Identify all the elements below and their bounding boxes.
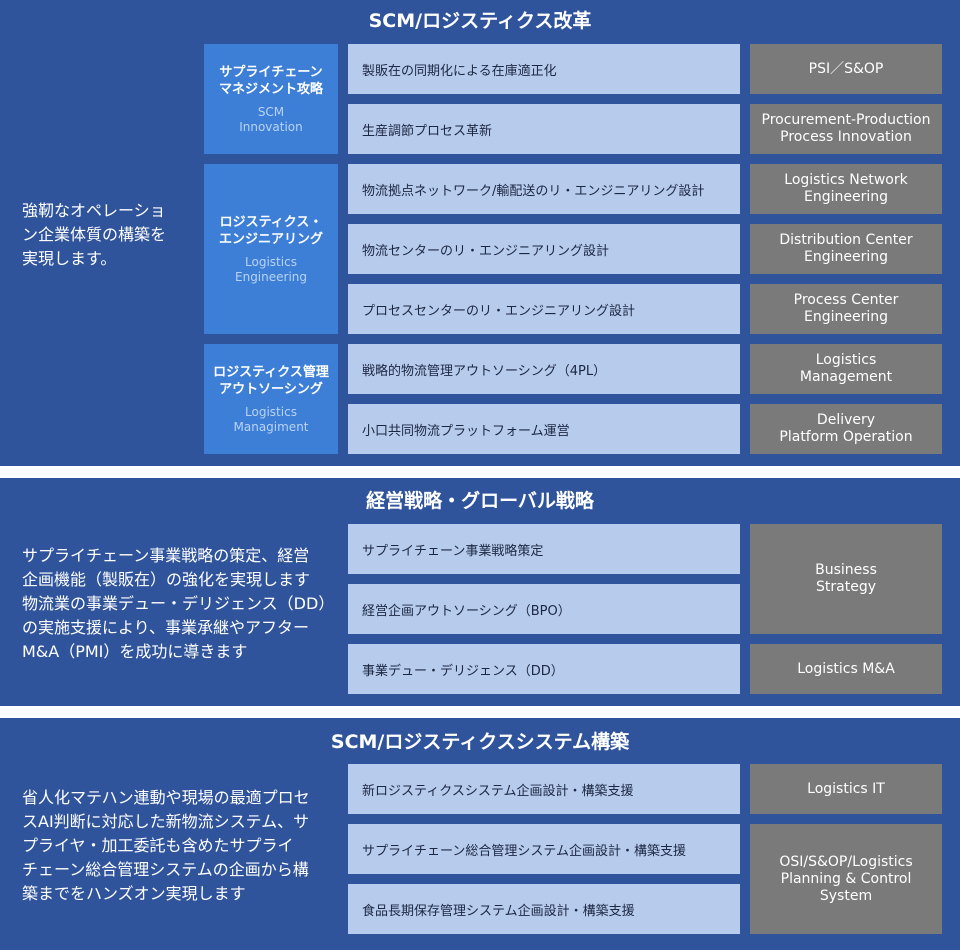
category-jp: サプライチェーン マネジメント攻略 [218,64,323,97]
category-logistics-management: ロジスティクス管理 アウトソーシング Logistics Managiment [204,344,338,454]
strategy-section-title: 経営戦略・グローバル戦略 [366,490,594,512]
service-item: 物流拠点ネットワーク/輸配送のリ・エンジニアリング設計 [348,164,740,214]
strategy-section: 経営戦略・グローバル戦略 サプライチェーン事業戦略の策定、経営 企画機能（製販在… [0,478,960,706]
system-section-title: SCM/ロジスティクスシステム構築 [330,731,630,753]
service-item: 新ロジスティクスシステム企画設計・構築支援 [348,764,740,814]
service-tag: Delivery Platform Operation [750,404,942,454]
service-tag: Process Center Engineering [750,284,942,334]
category-en: Logistics Managiment [233,404,309,434]
service-item: 戦略的物流管理アウトソーシング（4PL） [348,344,740,394]
category-scm-innovation: サプライチェーン マネジメント攻略 SCM Innovation [204,44,338,154]
scm-description: 強靭なオペレーショ ン企業体質の構築を 実現します。 [22,201,167,268]
category-en: Logistics Engineering [235,254,307,284]
service-tag: OSI/S&OP/Logistics Planning & Control Sy… [750,824,942,934]
category-en: SCM Innovation [239,104,303,134]
system-section: SCM/ロジスティクスシステム構築 省人化マテハン連動や現場の最適プロセ スAI… [0,718,960,950]
service-item: サプライチェーン総合管理システム企画設計・構築支援 [348,824,740,874]
service-item: 食品長期保存管理システム企画設計・構築支援 [348,884,740,934]
service-tag: Procurement-Production Process Innovatio… [750,104,942,154]
scm-section-title: SCM/ロジスティクス改革 [368,10,592,32]
service-item: 製販在の同期化による在庫適正化 [348,44,740,94]
service-tag: Logistics Management [750,344,942,394]
scm-section: SCM/ロジスティクス改革 強靭なオペレーショ ン企業体質の構築を 実現します。… [0,0,960,466]
service-item: 事業デュー・デリジェンス（DD） [348,644,740,694]
strategy-description: サプライチェーン事業戦略の策定、経営 企画機能（製販在）の強化を実現します 物流… [22,546,335,661]
service-tag: Logistics M&A [750,644,942,694]
service-item: 生産調節プロセス革新 [348,104,740,154]
service-item: サプライチェーン事業戦略策定 [348,524,740,574]
service-item: 物流センターのリ・エンジニアリング設計 [348,224,740,274]
system-description: 省人化マテハン連動や現場の最適プロセ スAI判断に対応した新物流システム、サ プ… [22,788,310,903]
service-tag: Distribution Center Engineering [750,224,942,274]
service-tag: Logistics Network Engineering [750,164,942,214]
service-item: プロセスセンターのリ・エンジニアリング設計 [348,284,740,334]
category-jp: ロジスティクス・ エンジニアリング [218,214,323,247]
category-logistics-engineering: ロジスティクス・ エンジニアリング Logistics Engineering [204,164,338,334]
service-tag: PSI／S&OP [750,44,942,94]
service-item: 小口共同物流プラットフォーム運営 [348,404,740,454]
category-jp: ロジスティクス管理 アウトソーシング [213,364,329,397]
service-item: 経営企画アウトソーシング（BPO） [348,584,740,634]
service-tag: Business Strategy [750,524,942,634]
service-tag: Logistics IT [750,764,942,814]
